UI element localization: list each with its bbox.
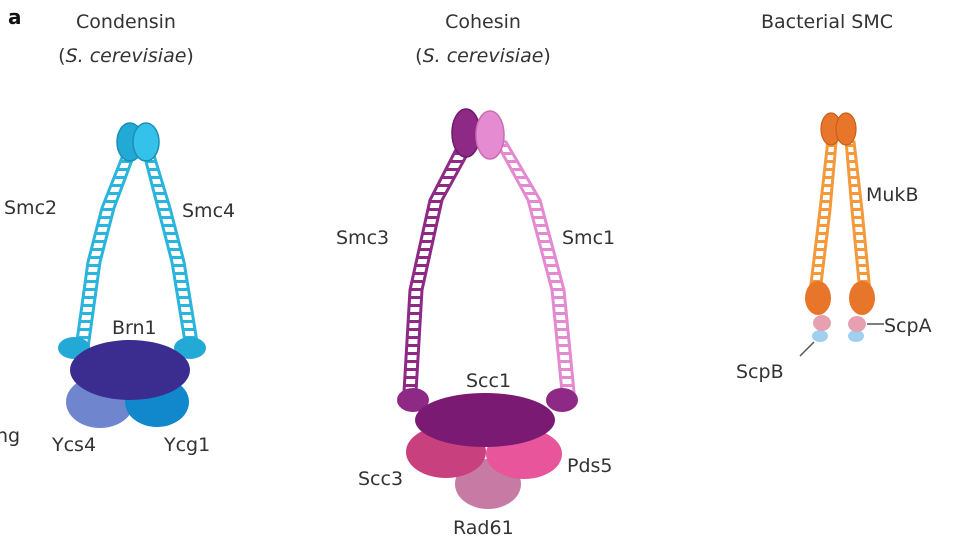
condensin-species: (S. cerevisiae): [58, 45, 194, 67]
smc4-hinge: [133, 123, 159, 161]
brn1-label: Brn1: [112, 317, 157, 339]
edge-text-fragment: ng: [0, 425, 20, 447]
mukb-head-right: [849, 281, 875, 315]
mukb-label: MukB: [866, 184, 918, 206]
smc3-label: Smc3: [336, 227, 389, 249]
rad61-label: Rad61: [453, 517, 514, 539]
mukb-right-arm: [846, 140, 870, 292]
cohesin-complex: Cohesin (S. cerevisiae) Smc3 Smc1 Scc1 S…: [336, 11, 615, 539]
condensin-title: Condensin: [76, 11, 176, 33]
bacterial-title: Bacterial SMC: [761, 11, 893, 33]
smc1-label: Smc1: [562, 227, 615, 249]
brn1-kleisin: [70, 340, 190, 400]
condensin-complex: Condensin (S. cerevisiae) Smc2 Smc4 Brn1…: [4, 11, 235, 456]
smc1-coiled-coil-arm: [494, 138, 574, 392]
scpa-left: [813, 315, 831, 331]
pds5-label: Pds5: [567, 455, 613, 477]
smc1-hinge: [476, 111, 504, 159]
smc4-label: Smc4: [182, 200, 235, 222]
smc2-label: Smc2: [4, 197, 57, 219]
ycs4-label: Ycs4: [51, 434, 96, 456]
panel-letter: a: [8, 5, 22, 29]
ycg1-label: Ycg1: [163, 434, 210, 456]
scpa-label: ScpA: [884, 315, 932, 337]
bacterial-smc-complex: Bacterial SMC MukB ScpA ScpB: [736, 11, 932, 383]
scc1-kleisin: [415, 393, 555, 447]
smc3-coiled-coil-arm: [404, 138, 474, 392]
scc1-label: Scc1: [466, 370, 511, 392]
scc3-label: Scc3: [358, 468, 403, 490]
scpb-leader-line: [800, 342, 814, 356]
mukb-head-left: [805, 281, 831, 315]
scpa-right: [848, 316, 866, 332]
scpb-label: ScpB: [736, 361, 784, 383]
cohesin-title: Cohesin: [445, 11, 521, 33]
mukb-left-arm: [810, 140, 836, 292]
smc1-head: [546, 388, 578, 412]
cohesin-species: (S. cerevisiae): [415, 45, 551, 67]
scpb-left: [812, 330, 828, 342]
mukb-hinge-right: [836, 113, 856, 145]
